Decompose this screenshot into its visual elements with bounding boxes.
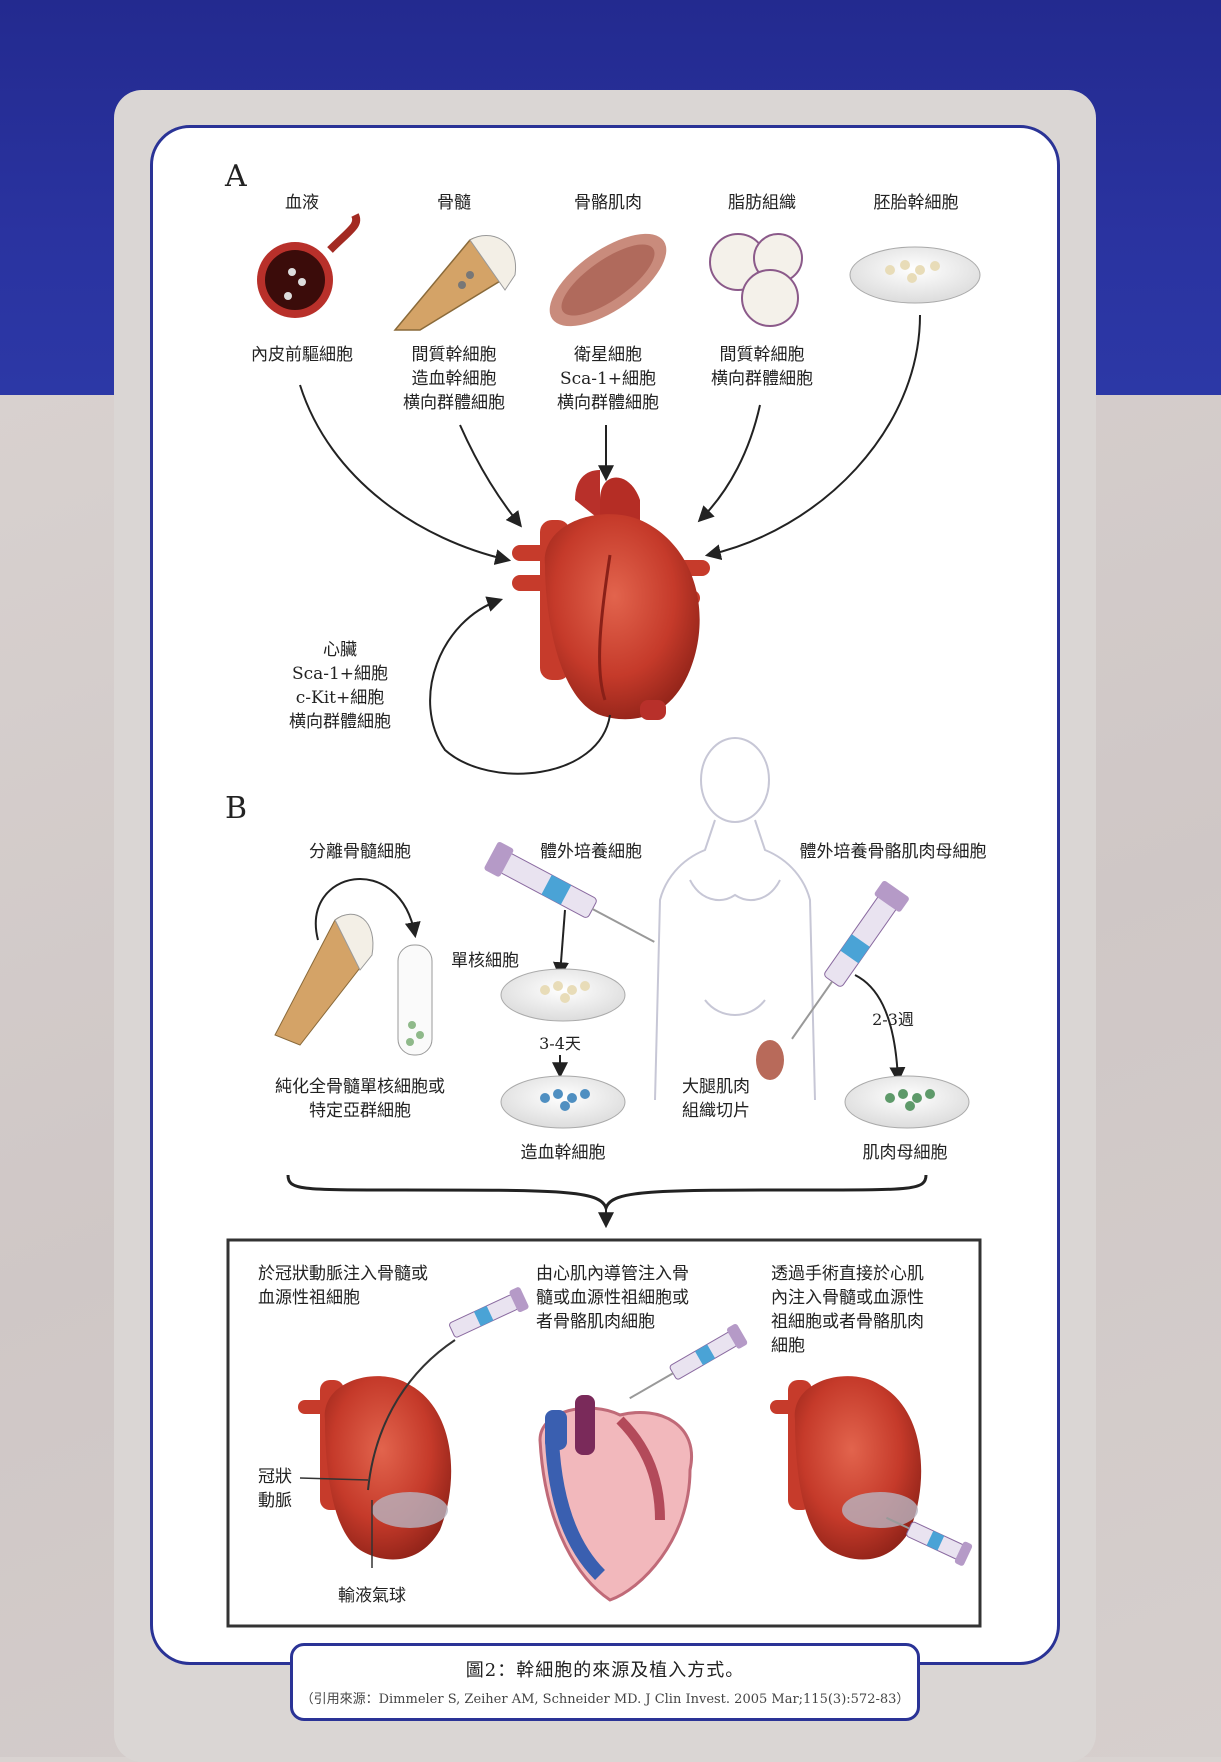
marrow-cells-label-3: 横向群體細胞 <box>403 393 505 413</box>
myoblast-label: 肌肉母細胞 <box>863 1143 948 1163</box>
myoblast-dish-icon <box>844 1075 970 1129</box>
balloon-label: 輸液氣球 <box>338 1586 406 1606</box>
surgery-text-1: 透過手術直接於心肌 <box>771 1264 924 1284</box>
bone-sample-icon <box>274 913 374 1046</box>
muscle-icon <box>549 233 667 327</box>
merge-brace <box>286 1174 928 1213</box>
coronary-heart-icon <box>298 1376 452 1560</box>
mononuclear-label: 單核細胞 <box>451 951 519 971</box>
source-marrow-label: 骨髓 <box>437 193 471 213</box>
thigh-label-1: 大腿肌肉 <box>682 1077 750 1097</box>
fat-cells-label-1: 間質幹細胞 <box>720 344 805 365</box>
surgery-text-3: 祖細胞或者骨骼肌肉 <box>771 1312 924 1332</box>
hsc-label: 造血幹細胞 <box>521 1142 606 1163</box>
caption-source: （引用來源：Dimmeler S, Zeiher AM, Schneider M… <box>300 1692 910 1707</box>
surgery-text-4: 細胞 <box>771 1336 805 1356</box>
marrow-cells-label-1: 間質幹細胞 <box>412 344 497 365</box>
artery-label-2: 動脈 <box>258 1491 292 1511</box>
surgery-heart-icon <box>770 1376 922 1560</box>
muscle-cells-label-3: 横向群體細胞 <box>557 393 659 413</box>
syringe-icon <box>484 841 655 943</box>
human-figure <box>654 737 816 1101</box>
muscle-cells-label-1: 衛星細胞 <box>574 345 642 365</box>
petri-dish-icon <box>849 246 981 304</box>
marrow-cells-label-2: 造血幹細胞 <box>412 368 497 389</box>
heart-illustration <box>512 470 710 720</box>
weeks-arrow <box>854 974 906 1084</box>
muscle-culture-label: 體外培養骨骼肌肉母細胞 <box>800 842 987 862</box>
heart-loop-arrow <box>429 596 611 775</box>
figure-caption: 圖2：幹細胞的來源及植入方式。 （引用來源：Dimmeler S, Zeiher… <box>290 1643 920 1721</box>
blood-cells-label: 內皮前驅細胞 <box>251 345 353 365</box>
catheter-line <box>367 1339 456 1491</box>
coronary-text-1: 於冠狀動脈注入骨髓或 <box>258 1264 428 1284</box>
fat-cells-icon <box>709 233 803 327</box>
test-tube-icon <box>397 944 433 1056</box>
source-arrows <box>299 314 921 565</box>
source-fat-label: 脂肪組織 <box>728 193 796 213</box>
panel-a-label: A <box>224 159 247 194</box>
thigh-muscle-icon <box>756 1040 784 1080</box>
heart-cells-label-3: c-Kit+細胞 <box>296 688 384 708</box>
panel-b-label: B <box>225 791 247 826</box>
days-label: 3-4天 <box>539 1034 581 1053</box>
heart-cells-label-2: Sca-1+細胞 <box>292 664 388 684</box>
surgery-syringe-icon <box>886 1516 973 1566</box>
purified-label-1: 純化全骨髓單核細胞或 <box>275 1077 445 1097</box>
purified-label-2: 特定亞群細胞 <box>309 1101 411 1121</box>
surgery-text-2: 內注入骨髓或血源性 <box>771 1288 924 1308</box>
artery-pointer <box>299 1477 369 1481</box>
heart-cells-label-4: 横向群體細胞 <box>289 712 391 732</box>
catheter-syringe-icon <box>629 1323 748 1400</box>
isolate-arrow <box>315 878 421 941</box>
caption-title: 圖2：幹細胞的來源及植入方式。 <box>465 1660 745 1681</box>
muscle-cells-label-2: Sca-1+細胞 <box>560 369 656 389</box>
source-muscle-label: 骨骼肌肉 <box>574 193 642 213</box>
thigh-label-2: 組織切片 <box>682 1101 750 1121</box>
artery-label-1: 冠狀 <box>258 1467 292 1487</box>
blood-vessel-icon <box>257 213 361 318</box>
coronary-text-2: 血源性祖細胞 <box>258 1288 360 1308</box>
catheter-text-1: 由心肌內導管注入骨 <box>536 1264 689 1284</box>
culture-cells-label: 體外培養細胞 <box>540 842 642 862</box>
source-blood-label: 血液 <box>285 193 319 213</box>
hsc-dish-icon <box>500 1075 626 1129</box>
source-embryonic-label: 胚胎幹細胞 <box>874 192 959 213</box>
isolate-marrow-label: 分離骨髓細胞 <box>309 842 411 862</box>
weeks-label: 2-3週 <box>872 1010 914 1029</box>
muscle-syringe-icon <box>791 880 909 1040</box>
heart-cross-section-icon <box>538 1395 693 1602</box>
mononuclear-dish-icon <box>500 968 626 1022</box>
coronary-syringe-icon <box>449 1287 529 1338</box>
catheter-text-3: 者骨骼肌肉細胞 <box>536 1312 655 1332</box>
catheter-text-2: 髓或血源性祖細胞或 <box>536 1288 689 1308</box>
heart-cells-label-1: 心臟 <box>323 640 357 660</box>
fat-cells-label-2: 横向群體細胞 <box>711 369 813 389</box>
bone-icon <box>393 235 516 331</box>
culture-arrow <box>553 909 569 979</box>
